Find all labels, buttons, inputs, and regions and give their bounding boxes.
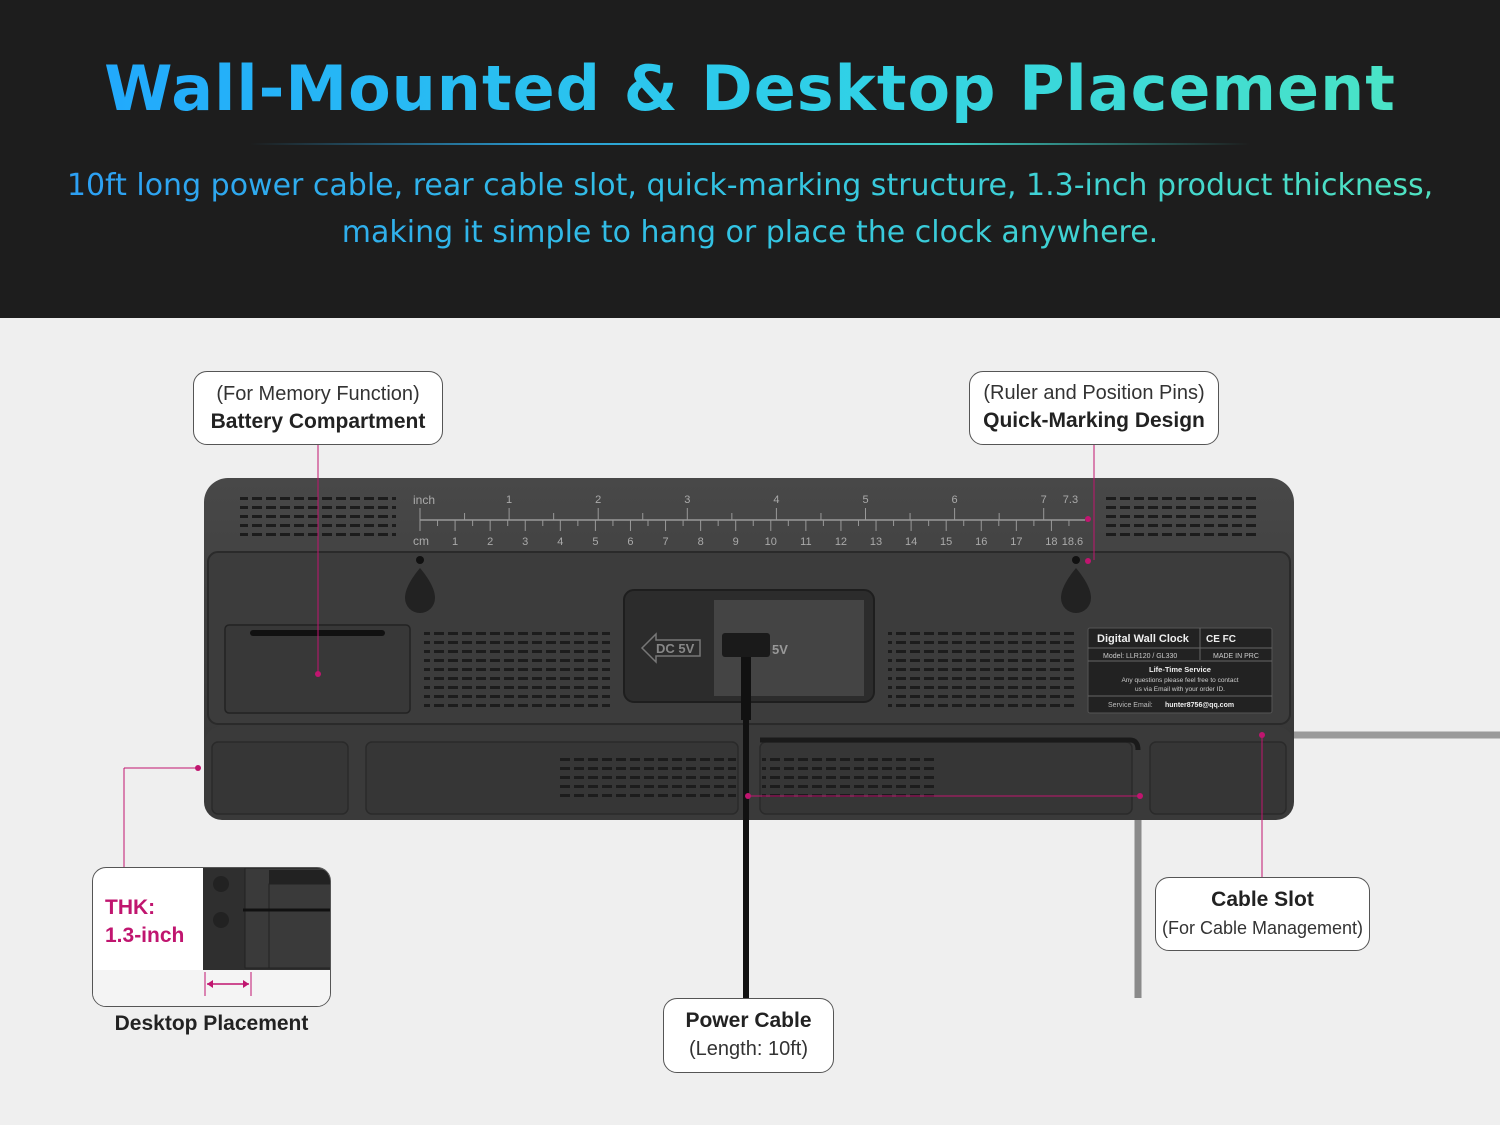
ruler-inch-number: 5 [862, 494, 868, 506]
vent-mid-left [424, 628, 610, 710]
callout-marking: (Ruler and Position Pins) Quick-Marking … [969, 371, 1219, 445]
page-title: Wall-Mounted & Desktop Placement [0, 52, 1500, 125]
callout-power-cable: Power Cable (Length: 10ft) [663, 998, 834, 1073]
callout-power-title: Power Cable [685, 1009, 812, 1032]
ruler-cm-number: 3 [522, 536, 528, 548]
title-divider [250, 143, 1250, 145]
ruler-cm-number: 10 [765, 536, 777, 548]
ruler-cm-number: 18.6 [1062, 536, 1083, 548]
base-foot-1 [211, 741, 349, 815]
callout-cable-slot-note: (For Cable Management) [1161, 918, 1364, 938]
ruler-inch-number: 3 [684, 494, 690, 506]
dc-5v-label: DC 5V [656, 641, 695, 656]
leader-lines [123, 445, 1263, 877]
ruler-inch-number: 1 [506, 494, 512, 506]
ruler-inch-number: 7 [1041, 494, 1047, 506]
ruler-inch-number: 6 [952, 494, 958, 506]
label-service-title: Life-Time Service [1149, 665, 1211, 674]
ruler-cm-number: 18 [1045, 536, 1057, 548]
ruler-cm-number: 1 [452, 536, 458, 548]
subtitle-line-2: making it simple to hang or place the cl… [0, 215, 1500, 250]
hanging-hole-left [405, 556, 435, 613]
callout-cable-slot-title: Cable Slot [1211, 888, 1314, 911]
ruler-cm-label: cm [413, 534, 429, 548]
ruler-inch-label: inch [413, 493, 435, 507]
vent-base-left [560, 757, 736, 803]
ruler-cm-number: 14 [905, 536, 917, 548]
ruler-cm-number: 2 [487, 536, 493, 548]
callout-battery: (For Memory Function) Battery Compartmen… [193, 371, 443, 445]
ruler-cm-number: 12 [835, 536, 847, 548]
label-made-in: MADE IN PRC [1213, 653, 1259, 660]
ruler-cm-number: 15 [940, 536, 952, 548]
label-model: Model: LLR120 / GL330 [1103, 653, 1177, 660]
callout-battery-note: (For Memory Function) [216, 383, 420, 405]
ruler-cm-number: 5 [592, 536, 598, 548]
callout-marking-note: (Ruler and Position Pins) [983, 382, 1205, 404]
header-banner: Wall-Mounted & Desktop Placement 10ft lo… [0, 0, 1500, 318]
ruler-inch-number: 4 [773, 494, 779, 506]
ruler-inch-number: 7.3 [1063, 494, 1078, 506]
thickness-label: THK: 1.3-inch [105, 894, 184, 950]
desktop-placement-label: Desktop Placement [114, 1012, 309, 1035]
label-email: hunter8756@qq.com [1165, 702, 1234, 709]
label-service-line1: Any questions please feel free to contac… [1121, 677, 1238, 684]
dc-arrow-icon [640, 632, 701, 664]
callout-power-note: (Length: 10ft) [689, 1038, 808, 1060]
ruler-cm-number: 9 [733, 536, 739, 548]
label-email-label: Service Email: [1108, 702, 1153, 709]
base-foot-4 [1149, 741, 1287, 815]
plug-5v-label: 5V [772, 642, 788, 657]
thickness-label-line2: 1.3-inch [105, 924, 185, 947]
label-product-name: Digital Wall Clock [1097, 633, 1190, 645]
power-plug [722, 633, 770, 657]
leader-dots [195, 516, 1265, 799]
ruler-cm-number: 6 [627, 536, 633, 548]
vent-top-right [1102, 494, 1258, 542]
ruler-cm-number: 13 [870, 536, 882, 548]
callout-battery-title: Battery Compartment [210, 410, 426, 433]
callout-marking-title: Quick-Marking Design [983, 409, 1205, 432]
ruler-cm-number: 7 [662, 536, 668, 548]
desktop-side-view [93, 868, 330, 1006]
label-certs: CE FC [1206, 634, 1236, 645]
ruler-cm-number: 17 [1010, 536, 1022, 548]
hanging-hole-right [1061, 556, 1091, 613]
desktop-placement-inset: THK: 1.3-inch [92, 867, 331, 1007]
thickness-label-line1: THK: [105, 896, 156, 919]
ruler-inch-number: 2 [595, 494, 601, 506]
ruler-cm-number: 16 [975, 536, 987, 548]
vent-mid-right [888, 628, 1074, 710]
subtitle-line-1: 10ft long power cable, rear cable slot, … [0, 168, 1500, 203]
cable-slot-channel [760, 737, 1141, 751]
ruler-cm-number: 4 [557, 536, 563, 548]
vent-base-right [762, 757, 938, 803]
callout-cable-slot: Cable Slot (For Cable Management) [1155, 877, 1370, 951]
ruler-cm-number: 11 [800, 536, 811, 548]
product-label [1087, 627, 1273, 714]
ruler-cm-number: 8 [698, 536, 704, 548]
label-service-line2: us via Email with your order ID. [1135, 686, 1225, 693]
